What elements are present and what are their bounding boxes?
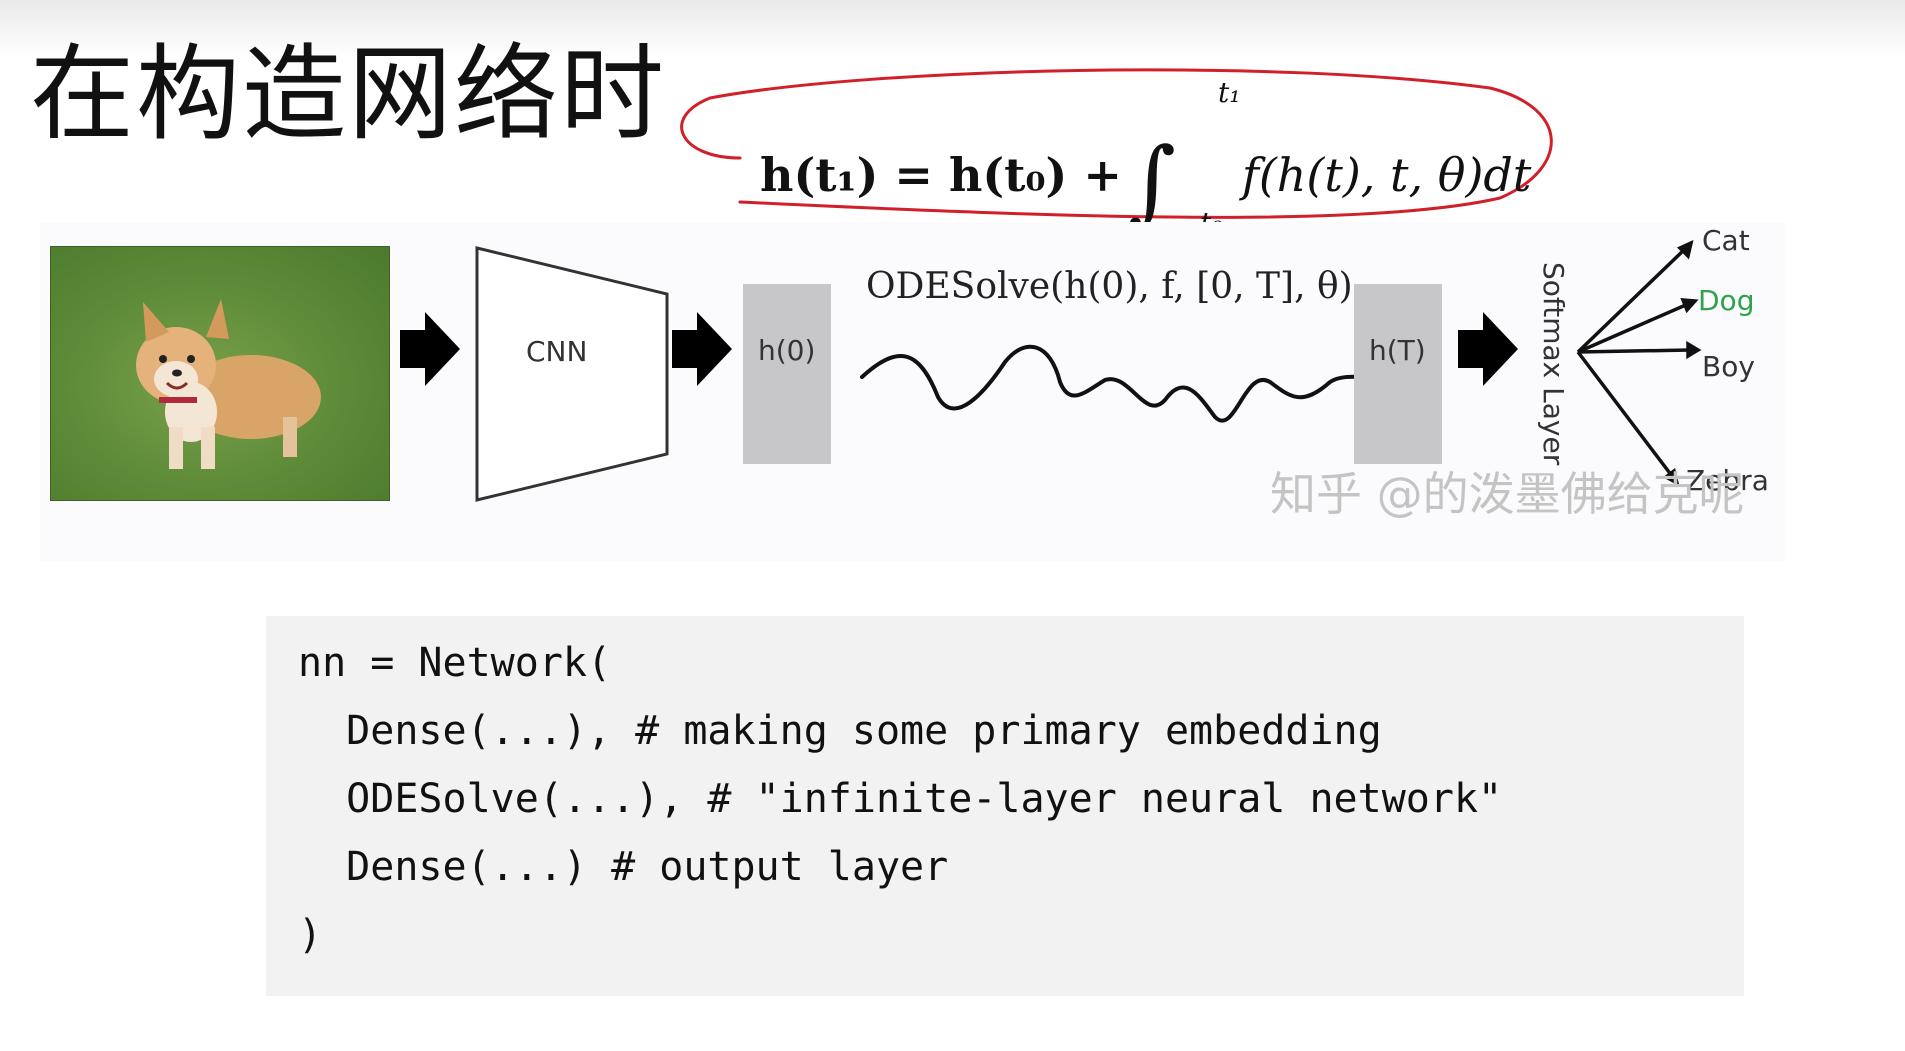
formula-lhs: h(t₁) = h(t₀) + — [760, 148, 1122, 202]
softmax-layer-label: Softmax Layer — [1537, 262, 1570, 466]
code-line-5: ) — [298, 912, 323, 958]
output-cat: Cat — [1702, 224, 1750, 257]
output-zebra: Zebra — [1686, 464, 1769, 497]
arrow-icon-1 — [400, 312, 460, 386]
code-block: nn = Network( Dense(...), # making some … — [266, 616, 1744, 996]
hT-box — [1354, 284, 1442, 464]
neural-ode-diagram: CNN h(0) ODESolve(h(0), f, [0, T], θ) h(… — [40, 222, 1785, 562]
formula-rhs: f(h(t), t, θ)dt — [1241, 148, 1532, 202]
arrow-icon-2 — [672, 312, 732, 386]
integral-sign: ∫ — [1127, 128, 1176, 235]
diagram-shapes — [400, 239, 1702, 502]
code-line-1: nn = Network( — [298, 640, 612, 686]
code-line-3: ODESolve(...), # "infinite-layer neural … — [298, 776, 1503, 822]
formula-annotation: h(t₁) = h(t₀) +∫t₁t₀f(h(t), t, θ)dt — [670, 58, 1570, 239]
top-bar — [0, 0, 1905, 58]
red-annotation-loop — [680, 68, 1553, 219]
code-line-2: Dense(...), # making some primary embedd… — [298, 708, 1382, 754]
cnn-label: CNN — [526, 335, 588, 368]
integral-upper-limit: t₁ — [1218, 76, 1241, 109]
zhihu-watermark: 知乎 @的泼墨佛给克呢 — [1270, 467, 1745, 521]
hT-label: h(T) — [1369, 334, 1426, 367]
output-fanout-arrows — [1576, 239, 1702, 487]
output-dog: Dog — [1698, 284, 1755, 317]
ode-trajectory-curve — [860, 344, 1394, 423]
code-line-4: Dense(...) # output layer — [298, 844, 949, 890]
corgi-photo — [50, 246, 390, 501]
h0-box — [743, 284, 831, 464]
slide-title: 在构造网络时 — [30, 33, 667, 155]
corgi-illustration — [136, 299, 321, 469]
arrow-icon-3 — [1458, 312, 1518, 386]
h0-label: h(0) — [758, 334, 816, 367]
ode-integral-formula: h(t₁) = h(t₀) +∫t₁t₀f(h(t), t, θ)dt — [760, 76, 1532, 239]
cnn-trapezoid — [475, 246, 669, 502]
output-boy: Boy — [1702, 350, 1755, 383]
odesolve-label: ODESolve(h(0), f, [0, T], θ) — [866, 266, 1353, 307]
